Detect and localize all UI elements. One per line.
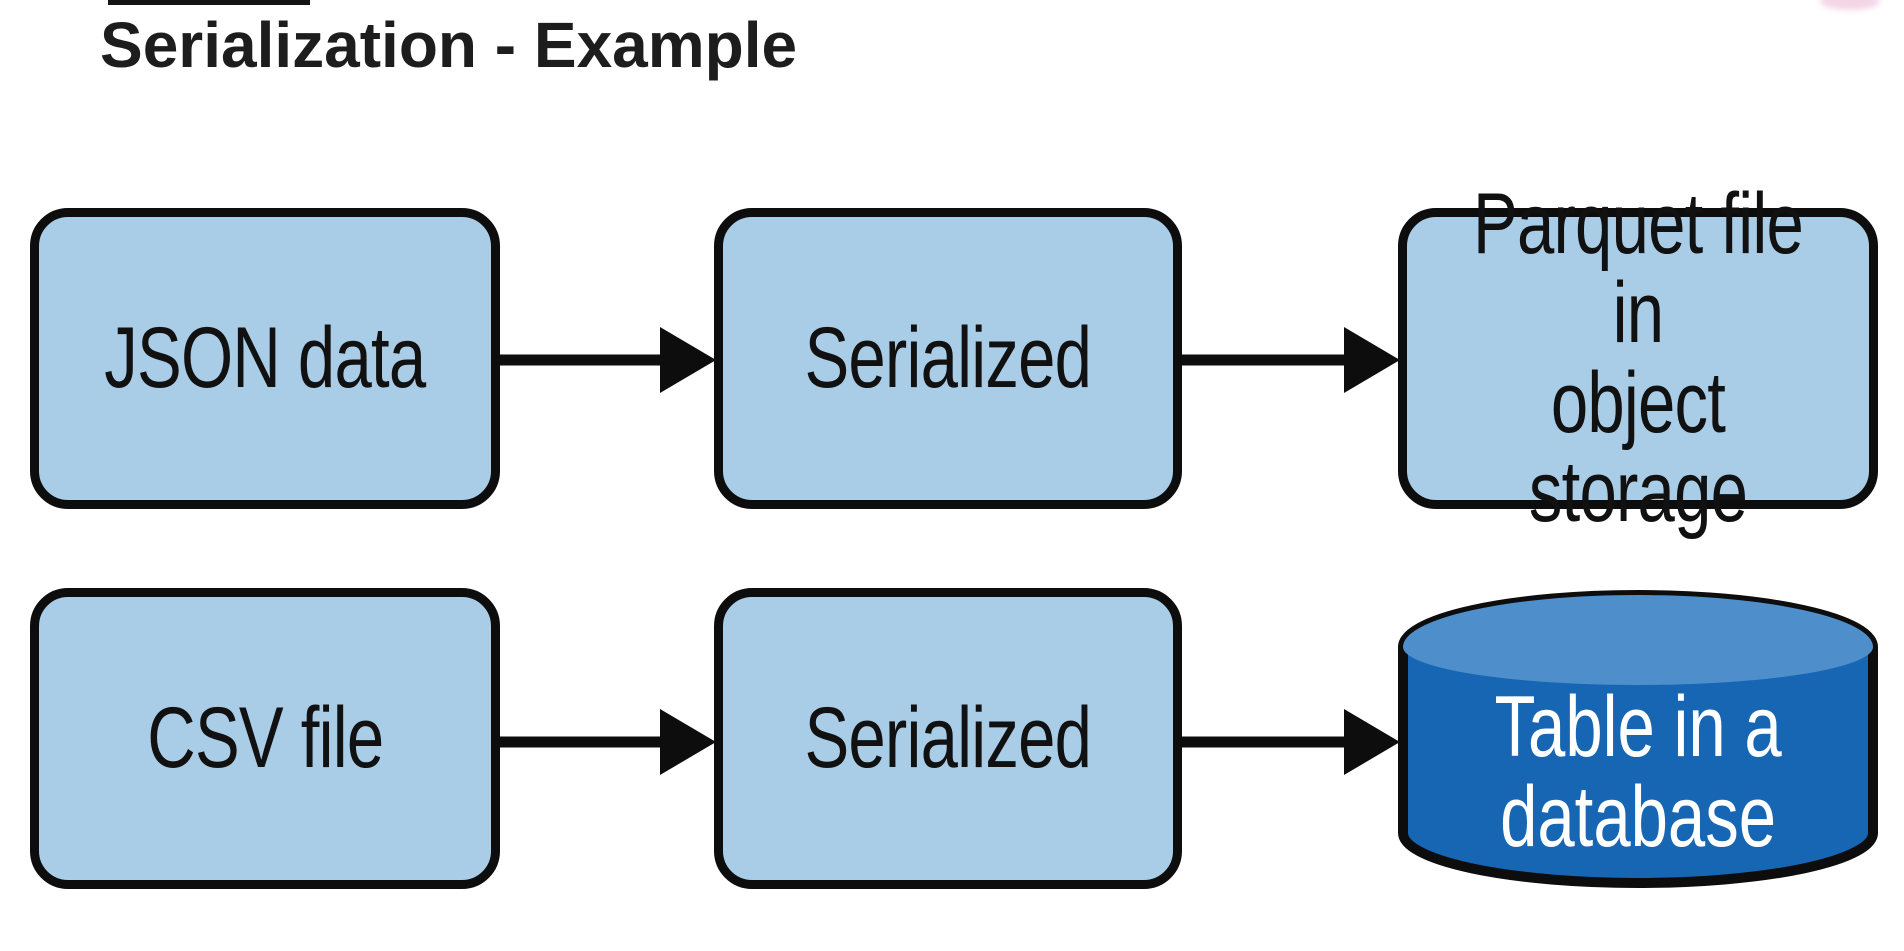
- node-csv-file: CSV file: [30, 588, 500, 889]
- flow-arrow-icon: [494, 327, 716, 393]
- node-label: Parquet file in object storage: [1473, 175, 1804, 540]
- node-label: Table in a database: [1494, 679, 1782, 865]
- logo-artifact: [1820, 0, 1880, 10]
- top-crop-artifact: [108, 0, 310, 5]
- node-label: JSON data: [104, 309, 426, 406]
- node-json-data: JSON data: [30, 208, 500, 509]
- database-cylinder-icon: [1398, 590, 1878, 888]
- node-label: Serialized: [804, 309, 1093, 406]
- node-serialized-2: Serialized: [714, 588, 1182, 889]
- flow-arrow-icon: [1178, 327, 1400, 393]
- flow-arrow-icon: [494, 709, 716, 775]
- page-title: Serialization - Example: [100, 9, 798, 81]
- flow-arrow-icon: [1178, 709, 1400, 775]
- node-label: Serialized: [804, 689, 1093, 786]
- node-label: CSV file: [146, 689, 384, 786]
- node-parquet-file: Parquet file in object storage: [1398, 179, 1878, 537]
- cylinder-label-area: Table in a database: [1398, 680, 1878, 865]
- node-database-table: Table in a database: [1398, 585, 1878, 895]
- node-serialized-1: Serialized: [714, 208, 1182, 509]
